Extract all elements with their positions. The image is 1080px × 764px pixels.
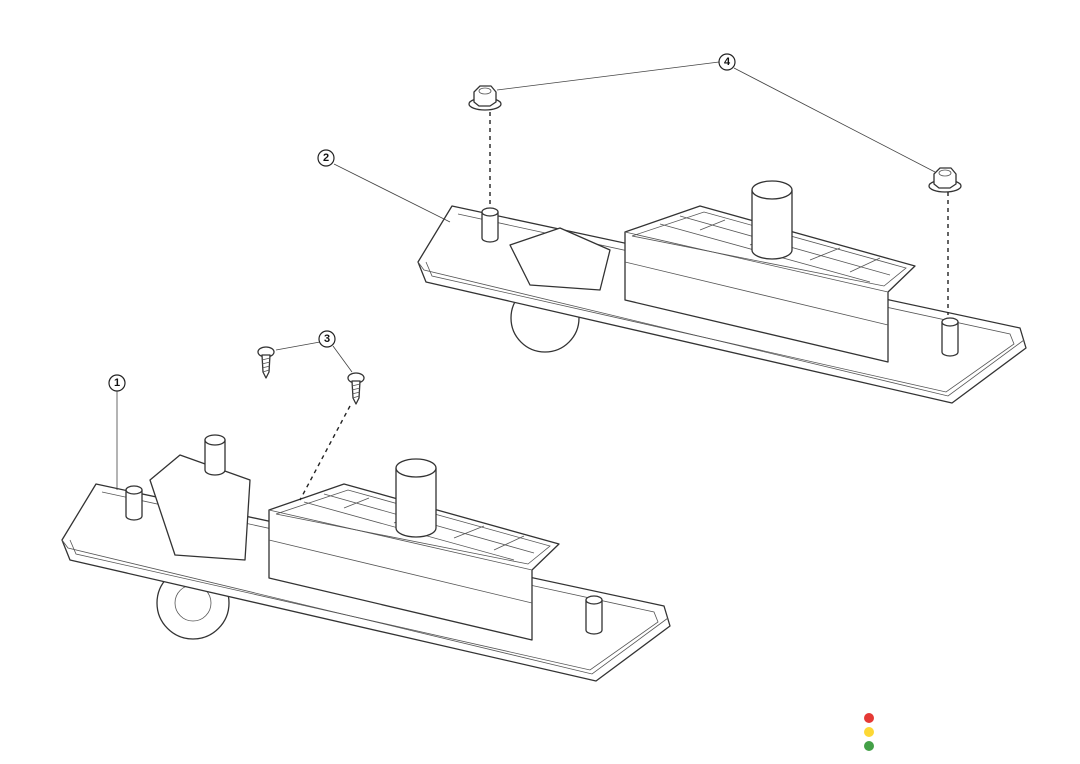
status-dot-red — [864, 713, 874, 723]
nut-1 — [468, 85, 502, 111]
callout-4: 4 — [718, 53, 736, 71]
svg-text:4: 4 — [724, 56, 731, 68]
callout-3: 3 — [318, 330, 336, 348]
camera-assembly-1 — [61, 434, 671, 682]
svg-text:3: 3 — [324, 333, 330, 345]
callout-2: 2 — [317, 149, 335, 167]
status-dot-yellow — [864, 727, 874, 737]
screw-1 — [257, 346, 275, 379]
status-dot-green — [864, 741, 874, 751]
camera-assembly-2 — [417, 180, 1027, 404]
svg-text:1: 1 — [114, 377, 120, 389]
svg-text:2: 2 — [323, 152, 329, 164]
callout-1: 1 — [108, 374, 126, 392]
screw-2 — [347, 372, 365, 405]
